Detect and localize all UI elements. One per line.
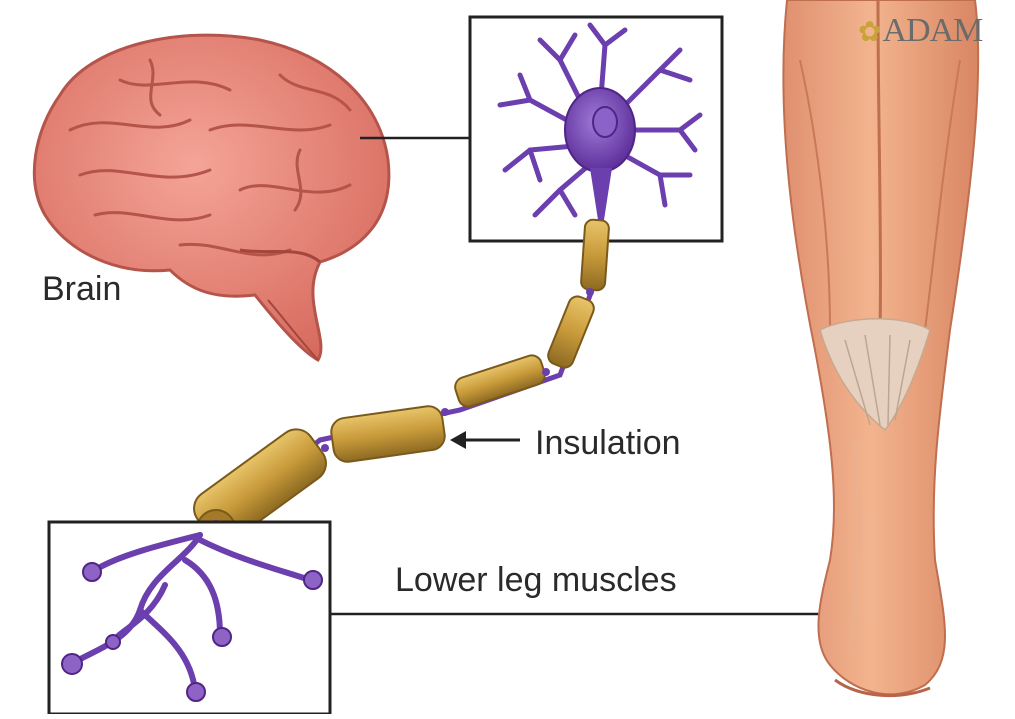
axon-terminal-box <box>49 522 330 714</box>
adam-logo: ✿ADAM <box>858 12 982 50</box>
adam-logo-text: ADAM <box>882 12 982 49</box>
brain-illustration <box>34 35 389 360</box>
insulation-arrow <box>450 431 520 449</box>
brain-label: Brain <box>42 272 121 306</box>
lower-leg-muscles-label: Lower leg muscles <box>395 563 677 597</box>
lower-leg-illustration <box>783 0 978 696</box>
insulation-label: Insulation <box>535 426 681 460</box>
adam-logo-mark-icon: ✿ <box>858 17 880 48</box>
neuron-box <box>470 17 722 241</box>
